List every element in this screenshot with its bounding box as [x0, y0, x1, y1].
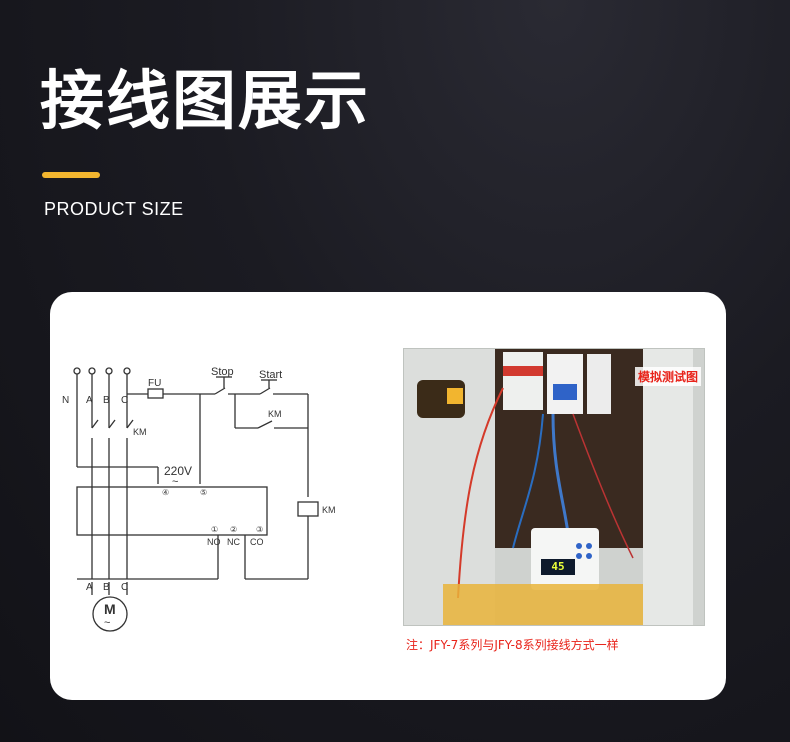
terminal-n: N [62, 395, 69, 406]
terminal-bottom-a: A [86, 582, 93, 593]
test-photo-illustration [403, 348, 705, 626]
start-label: Start [259, 369, 282, 381]
contact-nc: NC [227, 537, 240, 547]
accent-bar [42, 172, 100, 178]
photo-label: 模拟测试图 [634, 367, 701, 386]
page-subtitle: PRODUCT SIZE [44, 199, 184, 219]
fuse-label: FU [148, 378, 161, 389]
test-photo: 模拟测试图 45 [403, 348, 705, 626]
terminal-c: C [121, 395, 128, 406]
stop-label: Stop [211, 366, 234, 378]
contact-no: NO [207, 537, 221, 547]
terminal-a: A [86, 395, 93, 406]
wiring-card: N A B C FU Stop Start KM KM KM 220V ~ ④ … [50, 292, 726, 700]
wiring-schematic: N A B C FU Stop Start KM KM KM 220V ~ ④ … [62, 366, 336, 632]
terminal-b: B [103, 395, 110, 406]
wiring-note: 注：JFY-7系列与JFY-8系列接线方式一样 [406, 638, 619, 652]
km-aux-label: KM [268, 409, 282, 419]
contact-co: CO [250, 537, 264, 547]
pin-4: ④ [162, 488, 169, 497]
supply-label: 220V [164, 464, 192, 478]
motor-label: M [104, 601, 116, 617]
display-reading: 45 [551, 560, 565, 573]
pin-2: ② [230, 525, 237, 534]
motor-symbol: ~ [104, 617, 110, 629]
pin-1: ① [211, 525, 218, 534]
km-main-label: KM [133, 427, 147, 437]
supply-symbol: ~ [172, 476, 178, 488]
terminal-bottom-b: B [103, 582, 110, 593]
page-title: 接线图展示 [40, 65, 370, 139]
pin-3: ③ [256, 525, 263, 534]
coil-label: KM [322, 505, 336, 515]
pin-5: ⑤ [200, 488, 207, 497]
terminal-bottom-c: C [121, 582, 128, 593]
